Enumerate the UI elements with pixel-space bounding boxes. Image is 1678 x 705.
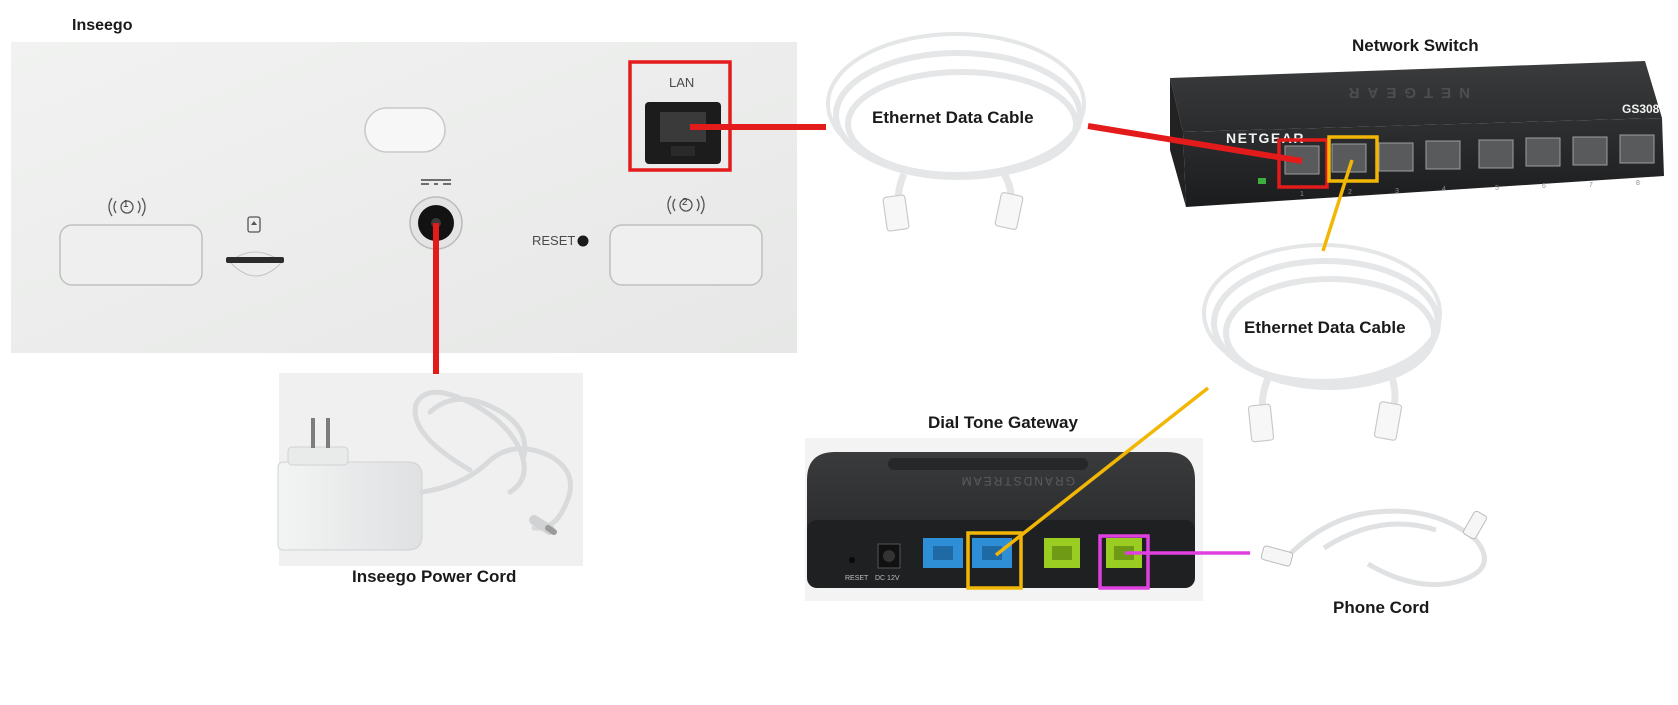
gateway-brand: GRANDSTREAM — [960, 474, 1075, 488]
power-cord-photo — [277, 373, 583, 566]
dial-tone-gateway-label: Dial Tone Gateway — [928, 413, 1078, 432]
switch-port-label: 2 — [1348, 189, 1352, 196]
top-pill — [364, 107, 446, 153]
switch-to-cable-line — [1321, 159, 1354, 252]
switch-port-label: 8 — [1636, 180, 1640, 187]
network-switch: 1 2 3 4 5 6 7 8 NETGEAR GS308 NETGEAR — [1170, 61, 1664, 207]
power-cord-label: Inseego Power Cord — [352, 567, 517, 586]
cable-to-switch-line — [1087, 123, 1303, 164]
lan-highlight — [628, 60, 732, 172]
network-switch-label: Network Switch — [1352, 36, 1479, 55]
connection-lines — [433, 123, 1354, 557]
sd-card-icon — [247, 216, 261, 233]
switch-port1-highlight — [1277, 138, 1329, 189]
ethernet-cable-top-label: Ethernet Data Cable — [872, 108, 1034, 127]
inseego-label: Inseego — [72, 17, 133, 34]
reset-hole — [577, 235, 589, 247]
ethernet-cable-right — [1202, 243, 1442, 419]
sd-slot — [226, 257, 284, 263]
switch-port2-highlight — [1327, 135, 1379, 183]
ethernet-cable-top — [826, 32, 1086, 211]
sim-cover-2 — [609, 224, 763, 286]
sim-1-number: 1 — [123, 199, 129, 210]
phone-plug-2 — [1463, 510, 1487, 540]
switch-port-label: 6 — [1542, 183, 1546, 190]
switch-brand: NETGEAR — [1226, 130, 1305, 146]
switch-port-label: 7 — [1589, 182, 1593, 189]
ethernet-plugs-top — [882, 192, 1024, 232]
ethernet-plugs-right — [1247, 401, 1403, 443]
dial-tone-gateway: GRANDSTREAM RESET DC 12V — [805, 438, 1203, 601]
switch-ports — [1284, 134, 1655, 175]
ethernet-cable-right-label: Ethernet Data Cable — [1244, 318, 1406, 337]
sim-2-number: 2 — [682, 197, 688, 208]
phone-cord-label: Phone Cord — [1333, 598, 1430, 617]
adapter-body — [277, 461, 423, 551]
lan-port-label: LAN — [669, 75, 695, 90]
switch-port-label: 3 — [1395, 188, 1399, 195]
inseego-panel-body — [11, 42, 797, 353]
cable-to-gateway-line — [994, 386, 1210, 557]
switch-port-label: 1 — [1300, 191, 1304, 198]
prong-1 — [311, 418, 315, 448]
power-led — [1258, 178, 1266, 184]
switch-top-logo: NETGEAR — [1341, 84, 1470, 101]
gateway-wan-highlight — [966, 531, 1023, 590]
gateway-reset-label: RESET — [845, 575, 869, 582]
switch-model: GS308 — [1622, 102, 1660, 116]
switch-port-label: 5 — [1495, 185, 1499, 192]
antenna-1-icon — [108, 197, 146, 217]
gateway-dc-label: DC 12V — [875, 575, 900, 582]
inseego-panel — [11, 42, 797, 353]
gateway-phone1-highlight — [1098, 534, 1150, 590]
sim-cover-1 — [59, 224, 203, 286]
power-cable — [412, 389, 573, 531]
phone-plug-1 — [1260, 545, 1294, 567]
phone-cord — [1286, 508, 1487, 588]
switch-port-label: 4 — [1442, 186, 1446, 193]
prong-2 — [326, 418, 330, 448]
reset-label: RESET — [532, 233, 576, 248]
antenna-2-icon — [667, 195, 705, 215]
